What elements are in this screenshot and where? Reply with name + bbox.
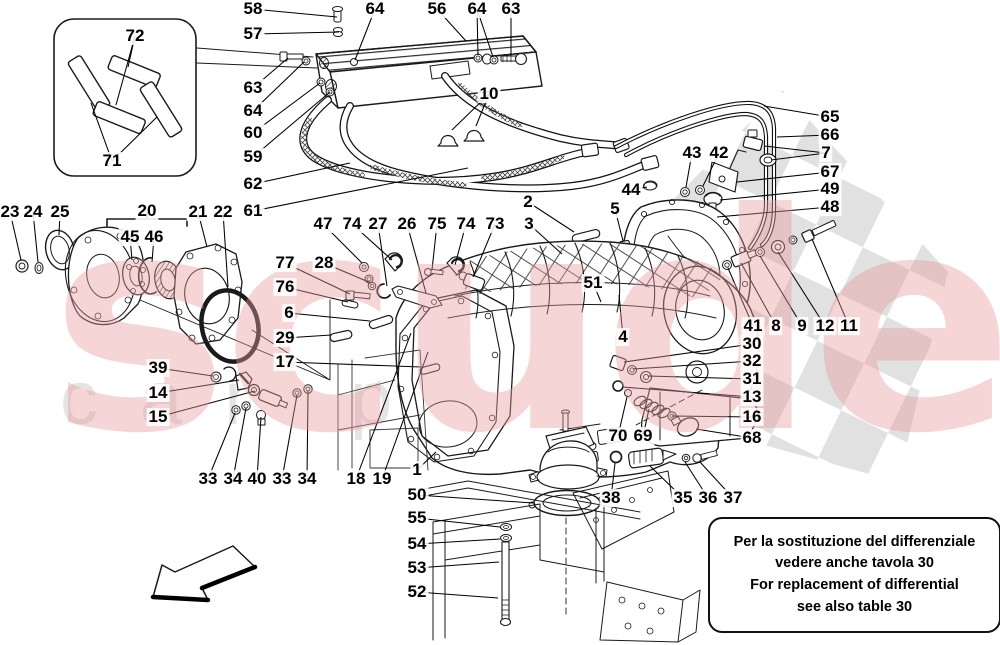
note-line-italian-1: Per la sostituzione del differenziale (733, 533, 976, 550)
oil-cooler-radiator (279, 6, 543, 109)
chassis-frame (423, 470, 701, 643)
shim-detail-box (53, 18, 318, 177)
note-box: Per la sostituzione del differenziale ve… (708, 517, 1000, 633)
cooling-hoses (299, 72, 660, 193)
breather-pipes (613, 100, 777, 251)
differential-carrier-assembly (15, 226, 331, 381)
note-line-italian-2: vedere anche tavola 30 (775, 555, 934, 572)
chassis-fragment (337, 349, 429, 471)
reverse-switch-assembly (609, 447, 718, 469)
note-line-english-2: see also table 30 (796, 598, 913, 615)
bracket-and-clips (329, 252, 486, 375)
note-line-english-1: For replacement of differential (750, 577, 959, 593)
union-and-sensor-fasteners (722, 220, 837, 270)
watermark-scuderia-text: scude (50, 150, 1000, 499)
gearbox-case (395, 240, 760, 615)
detent-spring-assembly (609, 354, 700, 437)
direction-arrow (150, 545, 258, 603)
